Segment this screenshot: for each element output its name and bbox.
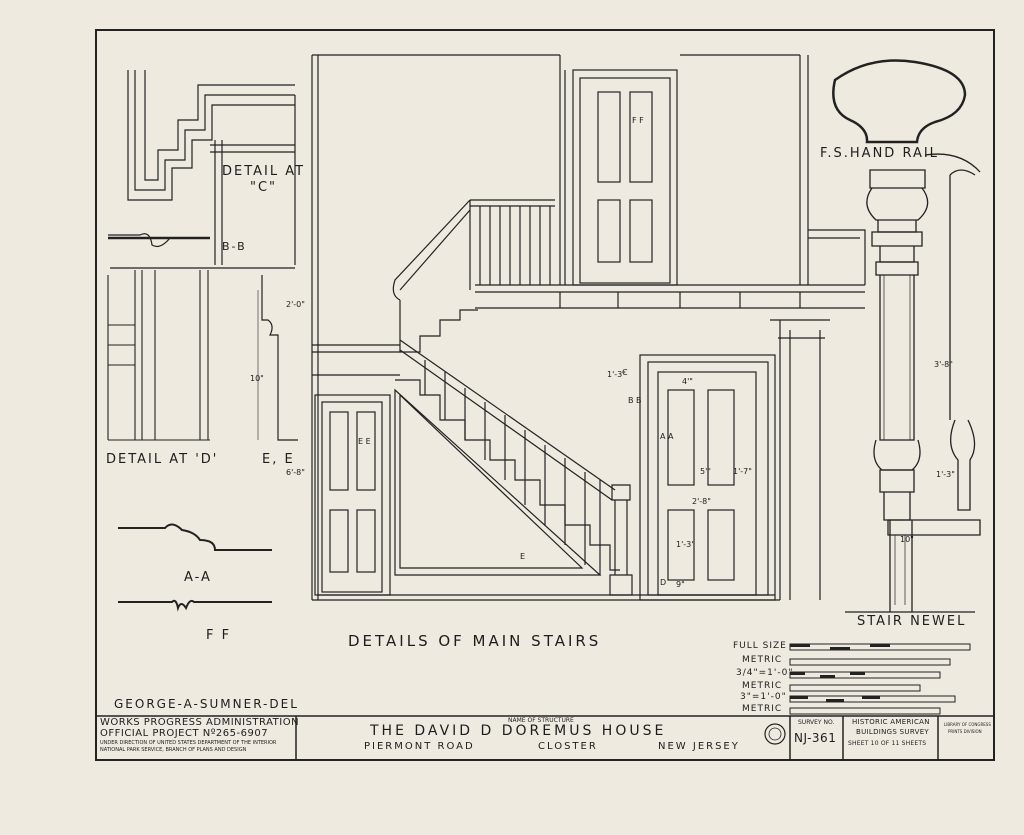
dimension-label: 10" <box>250 374 264 383</box>
dimension-label: 2'-0" <box>286 300 305 309</box>
scale-bars <box>789 643 971 715</box>
wpa-project: OFFICIAL PROJECT Nº265-6907 <box>100 728 269 739</box>
dimension-label: 6'-8" <box>286 468 305 477</box>
ee-profile-drawing <box>257 275 298 441</box>
sheet-number: SHEET 10 OF 11 SHEETS <box>848 740 927 747</box>
section-ff-caption: F F <box>206 628 232 643</box>
structure-name: THE DAVID D DOREMUS HOUSE <box>370 723 667 739</box>
detail-c-title: DETAIL AT <box>222 164 306 179</box>
location-town: CLOSTER <box>538 741 598 752</box>
main-stair-elevation <box>311 54 866 601</box>
lower-door-ee-mark: E E <box>358 437 371 446</box>
survey-number: NJ-361 <box>794 731 837 745</box>
wpa-heading: WORKS PROGRESS ADMINISTRATION <box>100 717 300 728</box>
door-bb-mark: B B <box>628 396 642 405</box>
main-caption: DETAILS OF MAIN STAIRS <box>348 632 602 650</box>
aa-profile-drawing <box>118 523 272 551</box>
dimension-label: 3'-8" <box>934 360 953 369</box>
dimension-label: 5'" <box>700 467 711 476</box>
scale-label: 3/4"=1'-0" <box>736 668 794 678</box>
detail-c-mark: "C" <box>250 180 278 195</box>
scale-bar-fills <box>790 644 890 702</box>
dimension-label: 10" <box>900 535 914 544</box>
location-road: PIERMONT ROAD <box>364 741 475 752</box>
scale-label: FULL SIZE <box>733 641 787 651</box>
stair-newel-label: STAIR NEWEL <box>857 614 967 629</box>
dimension-label: 1'-3" <box>607 370 626 379</box>
scale-label: METRIC <box>742 655 783 665</box>
dimension-label: 2'-8" <box>692 497 711 506</box>
dimension-label: 1'-7" <box>733 467 752 476</box>
hand-rail-label: F.S.HAND RAIL <box>820 146 939 161</box>
location-state: NEW JERSEY <box>658 741 740 752</box>
wpa-direction: UNDER DIRECTION OF UNITED STATES DEPARTM… <box>100 740 277 746</box>
dimension-label: 4'" <box>682 377 693 386</box>
upper-door-ff-mark: F F <box>632 116 644 125</box>
detail-c-callout: C <box>622 368 628 377</box>
scale-label: METRIC <box>742 704 783 714</box>
stair-newel-drawing <box>845 153 981 613</box>
detail-d-title: DETAIL AT 'D' <box>106 452 219 467</box>
habs-line-1: HISTORIC AMERICAN <box>852 718 930 726</box>
dimension-label: 9" <box>676 580 685 589</box>
section-ee-label: E, E <box>262 452 295 467</box>
section-e-callout: E <box>520 552 526 561</box>
scale-label: 3"=1'-0" <box>740 692 787 702</box>
section-bb-label: B-B <box>222 240 247 253</box>
library-stamp-2: PRINTS DIVISION <box>948 729 982 734</box>
door-aa-mark: A A <box>660 432 674 441</box>
habs-line-2: BUILDINGS SURVEY <box>856 728 930 736</box>
dimension-label: 1'-3" <box>936 470 955 479</box>
seal-icon <box>764 723 786 745</box>
sheet-border <box>95 29 995 761</box>
detail-d-drawing <box>107 270 210 441</box>
ff-profile-drawing <box>118 599 272 612</box>
hand-rail-profile <box>832 59 967 144</box>
dimension-label: 1'-3" <box>676 540 695 549</box>
detail-c-drawing <box>108 70 296 269</box>
library-stamp-1: LIBRARY OF CONGRESS <box>944 722 991 727</box>
structure-name-label: NAME OF STRUCTURE <box>508 717 574 724</box>
section-aa-label: A-A <box>184 570 212 585</box>
title-block-frame <box>96 715 994 760</box>
delineator-name: GEORGE-A-SUMNER-DEL <box>114 697 299 711</box>
scale-label: METRIC <box>742 681 783 691</box>
survey-number-label: SURVEY NO. <box>798 719 835 726</box>
seal-icon-inner <box>768 727 782 741</box>
detail-d-callout: D <box>660 578 667 587</box>
wpa-branch: NATIONAL PARK SERVICE, BRANCH OF PLANS A… <box>100 747 247 753</box>
